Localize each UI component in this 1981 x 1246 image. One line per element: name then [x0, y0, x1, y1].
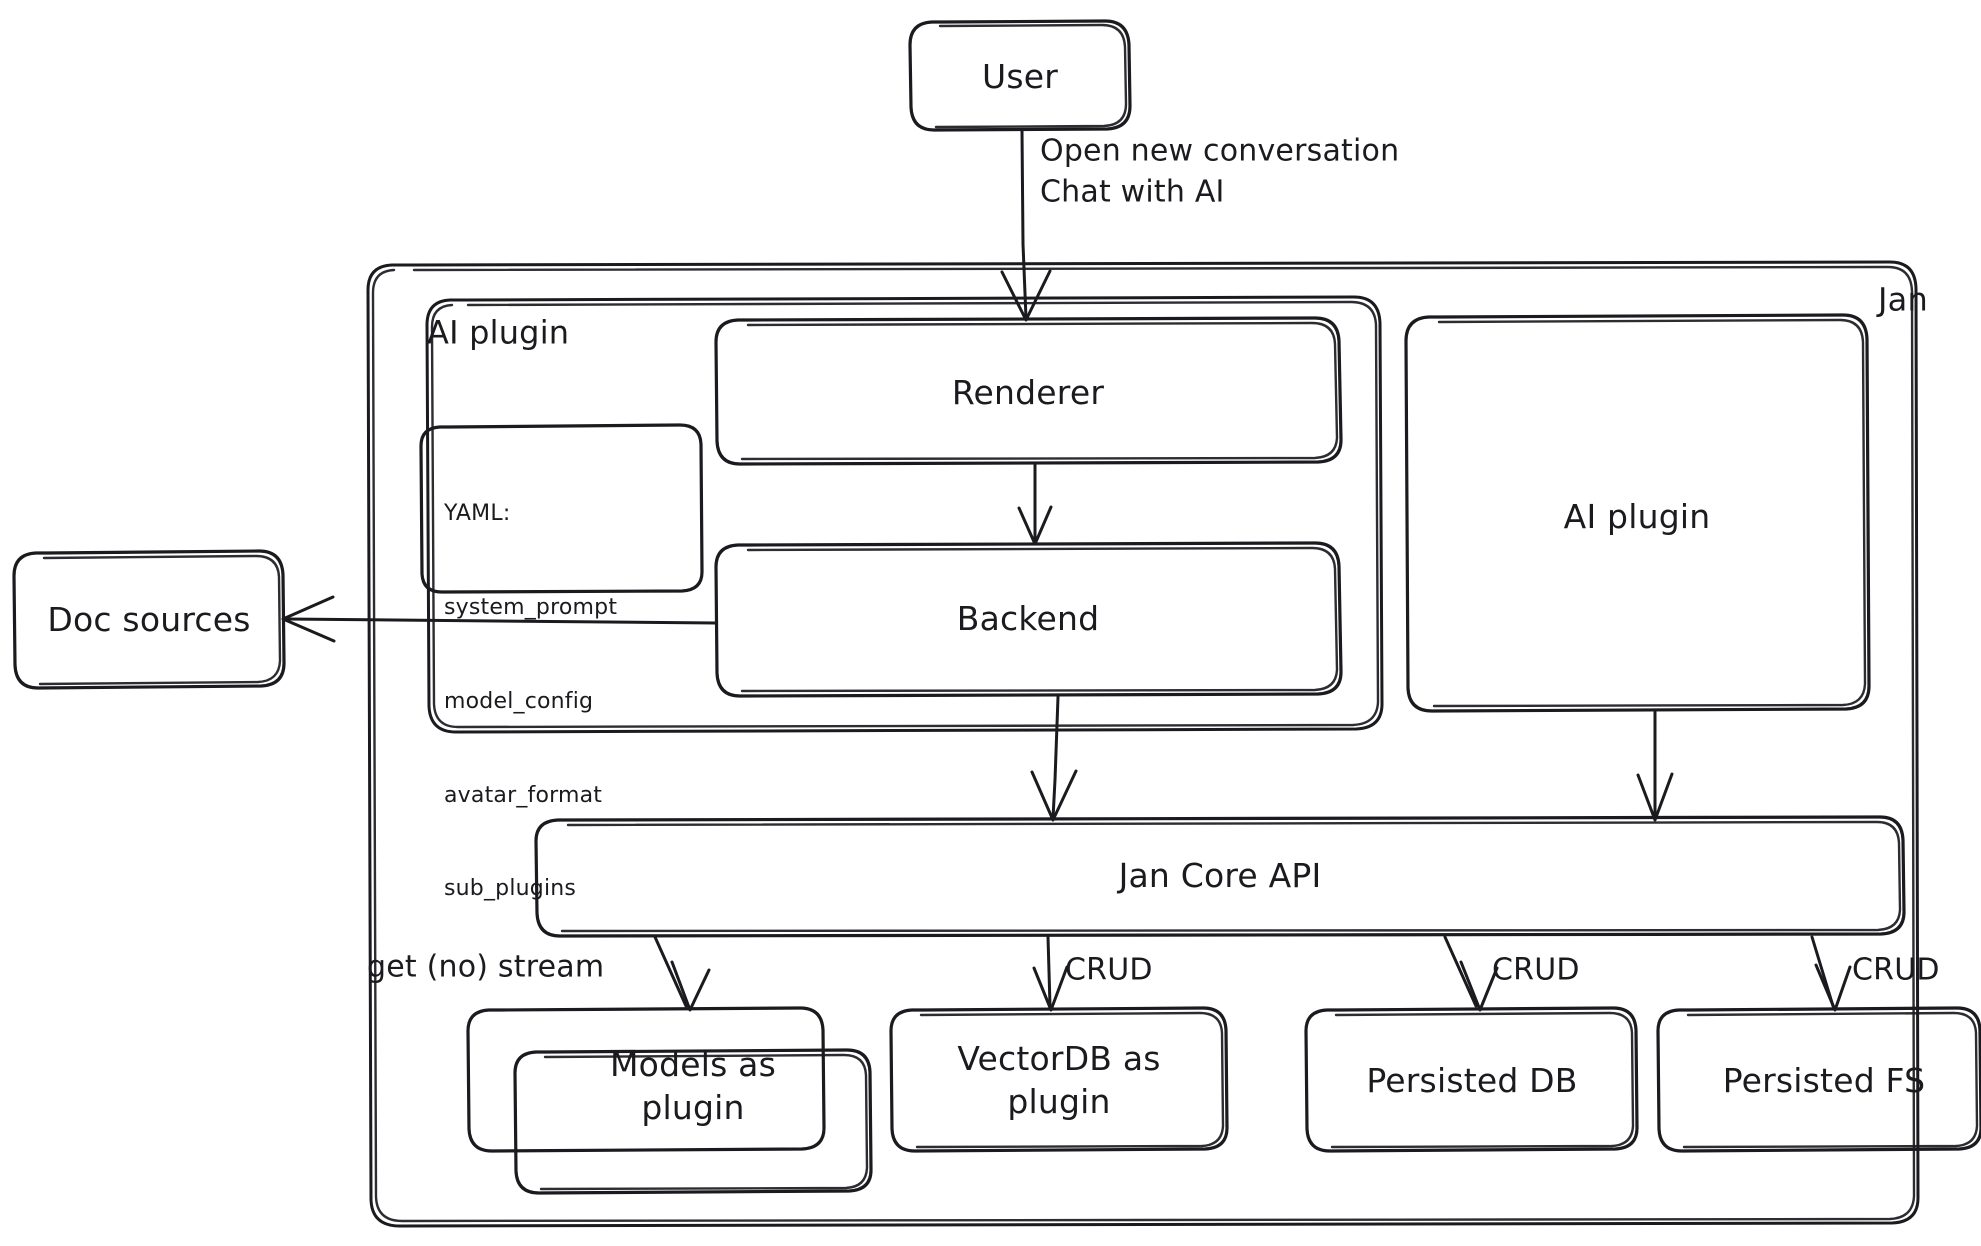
edge-backend-to-core-api: [1030, 695, 1078, 822]
yaml-card-text: YAML: system_prompt model_config avatar_…: [444, 436, 617, 967]
models-plugin-box-shape[interactable]: [466, 1006, 873, 1195]
edge-label-crud-persisted-fs: CRUD: [1852, 952, 1940, 988]
yaml-line-0: YAML:: [444, 501, 511, 527]
user-box-shape[interactable]: [908, 19, 1132, 132]
yaml-line-3: avatar_format: [444, 782, 603, 808]
edge-label-get-no-stream: get (no) stream: [367, 949, 605, 985]
yaml-card-shape[interactable]: [419, 423, 704, 594]
persisted-fs-label: Persisted FS: [1722, 1060, 1926, 1100]
user-label: User: [981, 56, 1059, 96]
ai-plugin-box-label: AI plugin: [1563, 496, 1711, 536]
doc-sources-label: Doc sources: [47, 599, 251, 639]
vectordb-plugin-label: VectorDB as plugin: [957, 1039, 1161, 1121]
doc-sources-box-shape[interactable]: [12, 549, 286, 690]
jan-core-api-label: Jan Core API: [1118, 855, 1322, 895]
yaml-line-1: system_prompt: [444, 595, 618, 621]
persisted-db-label: Persisted DB: [1366, 1060, 1578, 1100]
edge-ai-plugin-to-core-api: [1636, 710, 1674, 822]
edge-core-api-to-persisted-db: [1443, 935, 1499, 1012]
edge-user-to-renderer: [1000, 129, 1052, 322]
edge-label-open-new-conversation: Open new conversation Chat with AI: [1040, 133, 1400, 210]
edge-backend-to-doc-sources: [281, 595, 718, 643]
jan-container-label: Jan: [1878, 280, 1928, 319]
backend-label: Backend: [956, 598, 1100, 638]
renderer-box-shape[interactable]: [714, 316, 1343, 466]
edge-label-crud-persisted-db: CRUD: [1492, 952, 1580, 988]
edge-core-api-to-persisted-fs: [1810, 935, 1852, 1012]
ai-plugin-group-shape[interactable]: [425, 295, 1384, 734]
renderer-label: Renderer: [951, 372, 1105, 412]
jan-container-shape[interactable]: [366, 260, 1920, 1228]
ai-plugin-group-label: AI plugin: [427, 313, 570, 352]
yaml-line-2: model_config: [444, 688, 594, 714]
persisted-db-box-shape[interactable]: [1304, 1006, 1639, 1153]
backend-box-shape[interactable]: [714, 541, 1343, 698]
jan-core-api-box-shape[interactable]: [534, 815, 1906, 938]
edge-core-api-to-vectordb: [1032, 935, 1069, 1012]
ai-plugin-box-shape[interactable]: [1404, 313, 1871, 713]
models-plugin-label: Models as plugin: [610, 1045, 776, 1127]
persisted-fs-box-shape[interactable]: [1656, 1006, 1981, 1153]
vectordb-plugin-box-shape[interactable]: [889, 1006, 1229, 1153]
yaml-line-4: sub_plugins: [444, 876, 577, 902]
edge-renderer-to-backend: [1017, 462, 1053, 546]
edge-core-api-to-models: [653, 935, 711, 1012]
edge-label-crud-vectordb: CRUD: [1065, 952, 1153, 988]
